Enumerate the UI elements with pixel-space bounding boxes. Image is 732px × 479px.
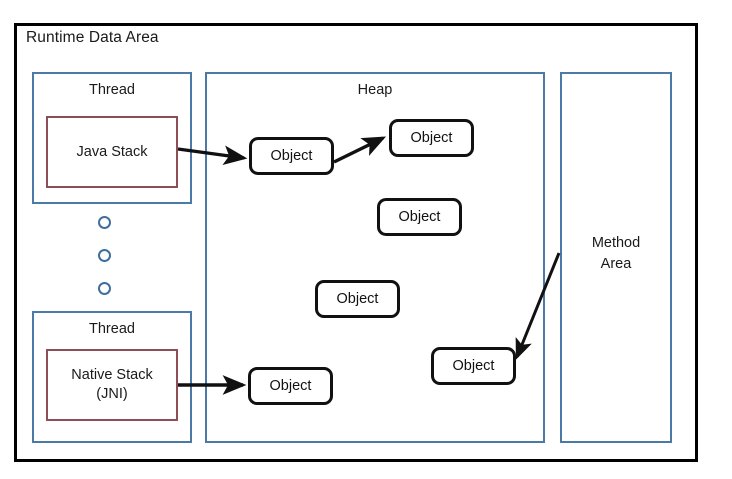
heap-object-5: Object xyxy=(431,347,516,385)
native-stack-label-line1: Native Stack xyxy=(71,367,153,383)
heap-object-2: Object xyxy=(389,119,474,157)
runtime-data-area-title: Runtime Data Area xyxy=(26,29,159,46)
ellipsis-dot-3 xyxy=(98,282,111,295)
native-stack-box: Native Stack (JNI) xyxy=(46,349,178,421)
heap-object-3-label: Object xyxy=(398,209,441,225)
ellipsis-dot-2 xyxy=(98,249,111,262)
heap-object-3: Object xyxy=(377,198,462,236)
heap-object-5-label: Object xyxy=(452,358,495,374)
heap-object-1: Object xyxy=(249,137,334,175)
heap-object-6: Object xyxy=(248,367,333,405)
method-area-label: Method Area xyxy=(560,233,672,275)
heap-label: Heap xyxy=(357,82,393,98)
method-area-label-line2: Area xyxy=(600,256,632,272)
heap-object-6-label: Object xyxy=(269,378,312,394)
ellipsis-dot-1 xyxy=(98,216,111,229)
heap-object-4-label: Object xyxy=(336,291,379,307)
java-stack-label: Java Stack xyxy=(76,143,148,160)
thread-top-label: Thread xyxy=(89,82,135,98)
method-area-label-line1: Method xyxy=(591,235,641,251)
heap-object-4: Object xyxy=(315,280,400,318)
native-stack-label-line2: (JNI) xyxy=(96,386,128,402)
thread-bottom-label: Thread xyxy=(89,321,135,337)
method-area-box xyxy=(560,72,672,443)
java-stack-box: Java Stack xyxy=(46,116,178,188)
heap-object-1-label: Object xyxy=(270,148,313,164)
heap-object-2-label: Object xyxy=(410,130,453,146)
